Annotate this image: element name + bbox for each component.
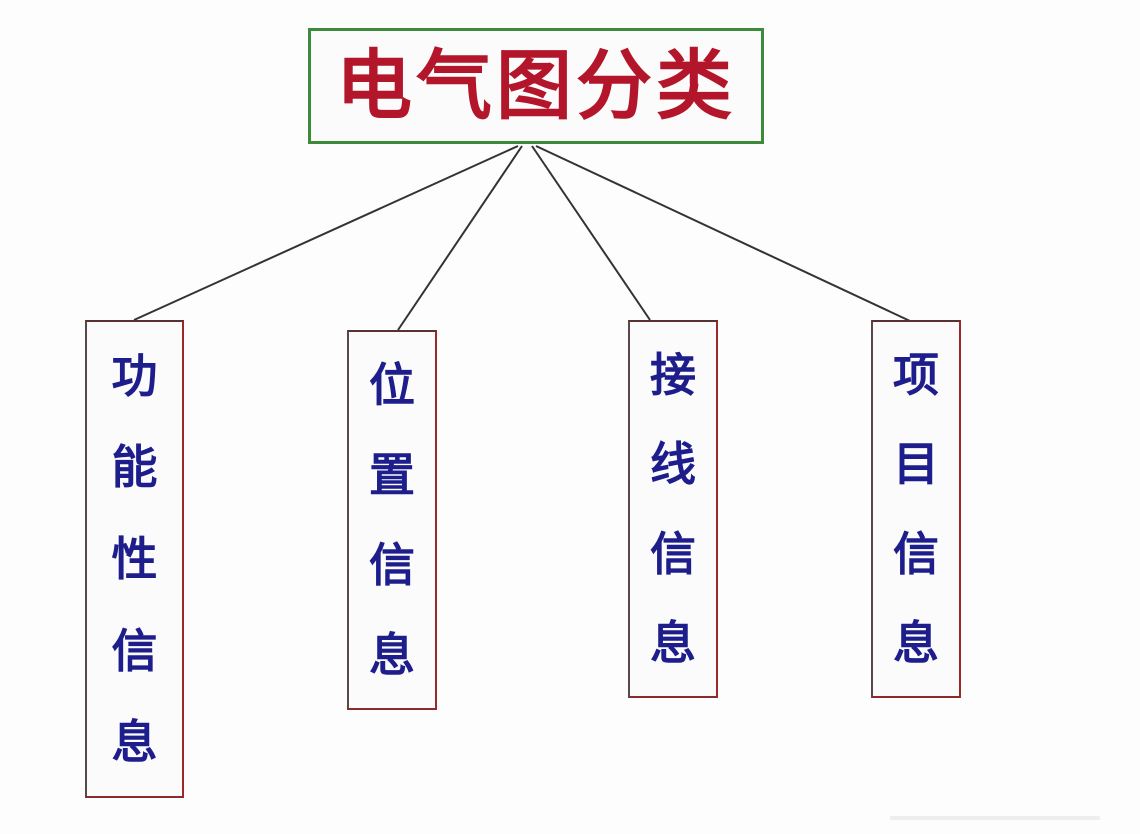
node-char: 位: [369, 358, 415, 412]
edge-root-position: [397, 145, 523, 331]
node-char: 接: [650, 347, 696, 402]
node-char: 项: [893, 347, 939, 402]
node-char: 能: [111, 440, 158, 495]
node-char: 息: [893, 616, 939, 671]
node-char: 信: [650, 526, 696, 581]
node-char: 置: [369, 448, 415, 502]
node-functional-info: 功 能 性 信 息: [85, 320, 184, 798]
node-char: 信: [111, 623, 158, 678]
node-char: 息: [111, 715, 158, 770]
node-char: 目: [893, 437, 939, 492]
node-char: 息: [650, 616, 696, 671]
node-char: 性: [111, 531, 158, 586]
edge-root-functional: [133, 145, 519, 321]
node-position-info: 位 置 信 息: [347, 330, 437, 710]
edge-root-project: [535, 145, 911, 322]
node-char: 信: [369, 538, 415, 592]
node-char: 信: [893, 526, 939, 581]
node-wiring-info: 接 线 信 息: [628, 320, 718, 698]
node-char: 息: [369, 628, 415, 682]
node-char: 功: [111, 348, 158, 403]
faint-watermark: [890, 816, 1100, 820]
root-node: 电气图分类: [308, 28, 764, 144]
edge-root-wiring: [531, 145, 651, 321]
node-char: 线: [650, 437, 696, 492]
node-project-info: 项 目 信 息: [871, 320, 961, 698]
root-label: 电气图分类: [336, 41, 736, 130]
